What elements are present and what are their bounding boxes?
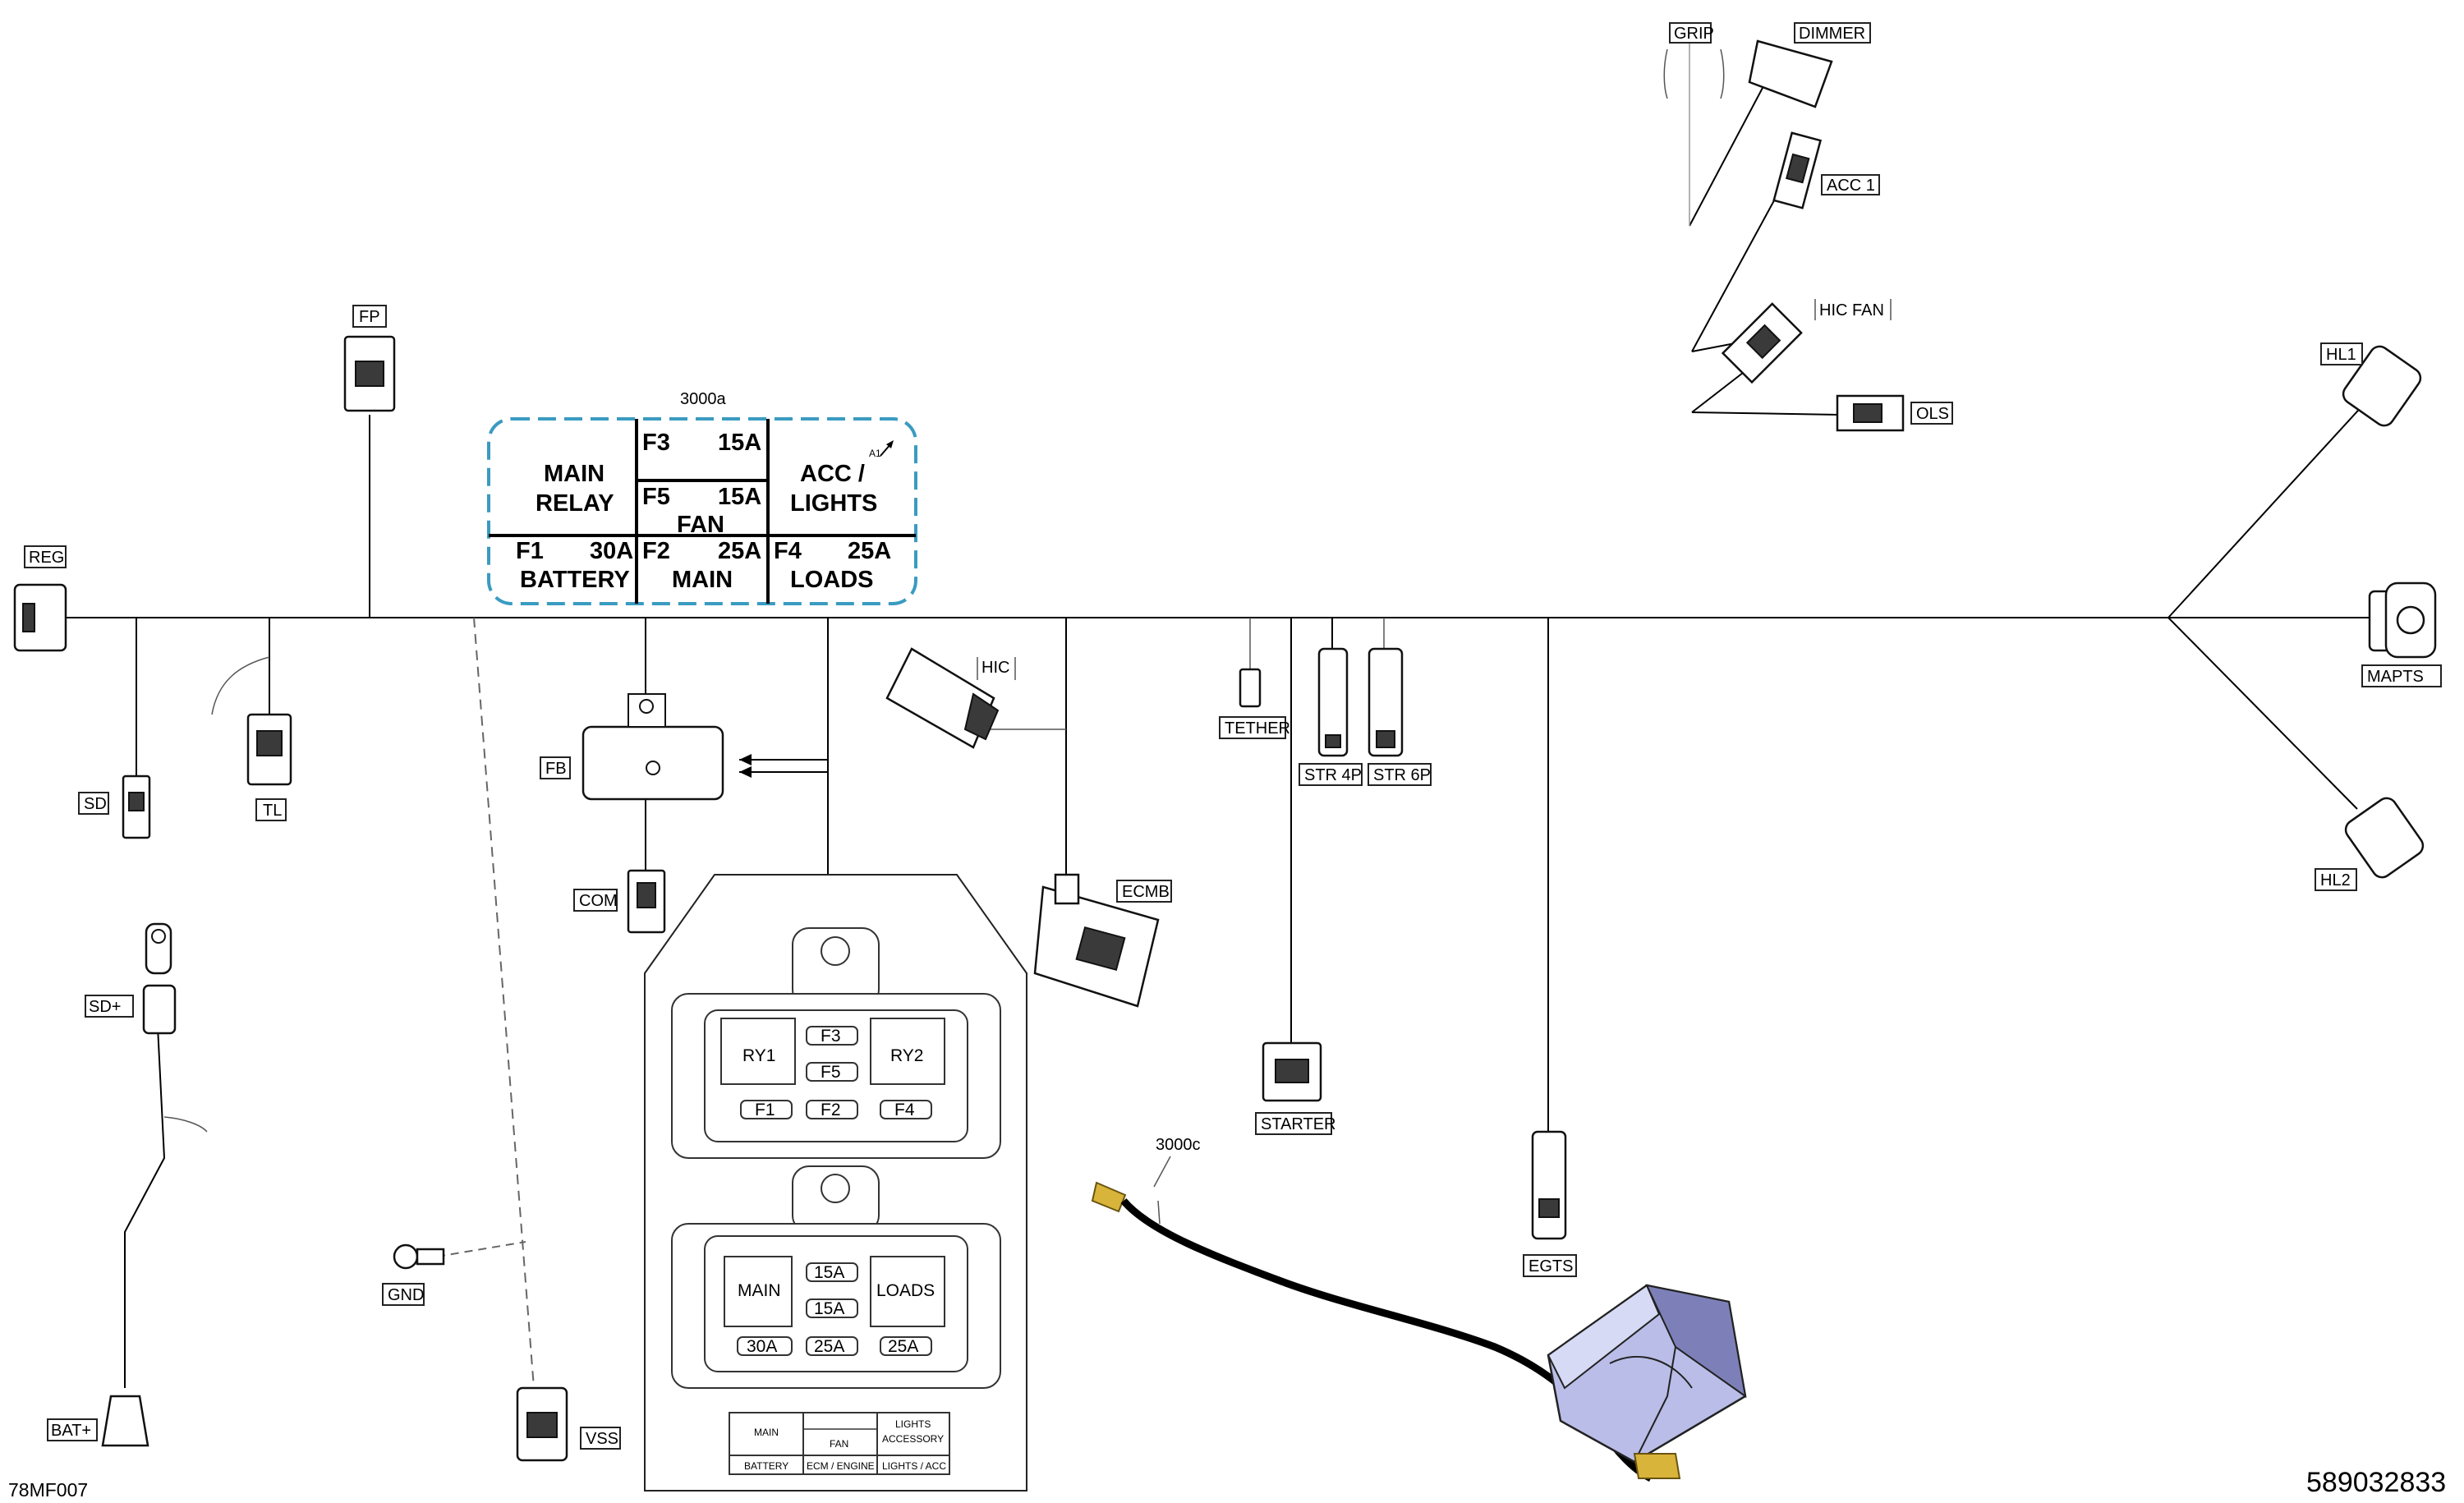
block-30a: 30A [747, 1337, 777, 1356]
fp-connector: FP [343, 305, 396, 412]
table-battery: BATTERY [744, 1460, 788, 1472]
acc1-connector: ACC 1 [1772, 131, 1880, 209]
legend-f3-rating: 15A [718, 430, 761, 456]
sd-label: SD [84, 795, 107, 813]
fb-label: FB [545, 760, 567, 778]
str6p-connector: STR 6P [1368, 647, 1432, 786]
legend-f3: F3 [642, 430, 670, 456]
vss-label: VSS [586, 1430, 618, 1448]
str4p-label: STR 4P [1304, 766, 1362, 784]
gnd-label: GND [388, 1286, 424, 1304]
reg-label: REG [29, 549, 64, 567]
str4p-connector: STR 4P [1299, 647, 1363, 786]
bat-plus-terminal: BAT+ [47, 1395, 149, 1447]
table-lights-2: ACCESSORY [882, 1433, 944, 1445]
table-lights-1: LIGHTS [895, 1418, 931, 1430]
legend-f4: F4 [774, 538, 802, 564]
ols-label: OLS [1916, 405, 1949, 423]
egts-label: EGTS [1529, 1257, 1573, 1275]
dimmer-connector: DIMMER [1748, 22, 1871, 108]
tether-label: TETHER [1225, 719, 1290, 738]
block-25a-2: 25A [888, 1337, 918, 1356]
bat-plus-label: BAT+ [51, 1422, 91, 1440]
block-15a-2: 15A [814, 1299, 844, 1318]
legend-f5-rating: 15A [718, 484, 761, 510]
starter-connector: STARTER [1255, 1041, 1336, 1135]
fp-label: FP [359, 308, 380, 326]
vss-connector: VSS [516, 1386, 621, 1462]
mapts-label: MAPTS [2367, 668, 2424, 686]
table-fan: FAN [830, 1438, 848, 1450]
ref-3000a-label: 3000a [680, 390, 726, 408]
figure-code: 78MF007 [8, 1479, 88, 1501]
legend-main-relay-1: MAIN [544, 461, 605, 487]
grip-connector: GRIP [1663, 22, 1725, 99]
legend-f2: F2 [642, 538, 670, 564]
gnd-terminal: GND [382, 1243, 445, 1306]
block-f4: F4 [894, 1101, 915, 1119]
mapts-connector: MAPTS [2361, 581, 2442, 687]
dimmer-label: DIMMER [1799, 25, 1865, 43]
block-f2: F2 [821, 1101, 841, 1119]
legend-battery: BATTERY [520, 567, 630, 593]
egts-connector: EGTS [1523, 1130, 1577, 1277]
table-lights-acc: LIGHTS / ACC [882, 1460, 946, 1472]
hl2-connector: HL2 [2315, 797, 2425, 891]
tl-connector: TL [246, 713, 292, 821]
legend-acc-lights-2: LIGHTS [790, 490, 877, 517]
table-main: MAIN [754, 1427, 779, 1438]
fuse-legend: 3000a MAIN RELAY F3 15A F5 15A FAN ACC /… [487, 390, 917, 605]
starter-label: STARTER [1261, 1115, 1336, 1133]
harness-wires [64, 33, 2370, 1389]
ecmb-label: ECMB [1122, 883, 1170, 901]
tether-connector: TETHER [1219, 668, 1290, 739]
legend-loads: LOADS [790, 567, 874, 593]
legend-acc-lights-1: ACC / [800, 461, 865, 487]
block-ry2: RY2 [890, 1046, 923, 1065]
block-f5: F5 [821, 1063, 841, 1082]
hic-label: HIC [981, 659, 1009, 677]
legend-f4-rating: 25A [848, 538, 891, 564]
block-loads: LOADS [876, 1281, 935, 1300]
battery-cable-assembly: 3000c [1091, 1136, 1747, 1482]
ols-connector: OLS [1836, 394, 1953, 432]
hic-fan-label: HIC FAN [1819, 301, 1884, 319]
legend-a1-mark: A1 [869, 448, 881, 459]
block-f3: F3 [821, 1027, 841, 1046]
hl1-connector: HL1 [2320, 342, 2422, 427]
block-main: MAIN [738, 1281, 781, 1300]
hl2-label: HL2 [2320, 871, 2351, 889]
legend-fan: FAN [677, 512, 724, 538]
fuse-block: RY1 RY2 F3 F5 F1 F2 F4 MAIN LOADS 15A 15… [644, 874, 1027, 1492]
sd-connector: SD [78, 774, 151, 839]
hl1-label: HL1 [2326, 346, 2356, 364]
legend-f5: F5 [642, 484, 670, 510]
block-ry1: RY1 [742, 1046, 775, 1065]
ref-3000c-label: 3000c [1156, 1136, 1201, 1154]
legend-f1-rating: 30A [590, 538, 633, 564]
acc1-label: ACC 1 [1827, 177, 1875, 195]
str6p-label: STR 6P [1373, 766, 1431, 784]
legend-main-relay-2: RELAY [536, 490, 614, 517]
tl-label: TL [263, 802, 282, 820]
com-label: COM [579, 892, 618, 910]
sd-plus-label: SD+ [89, 998, 121, 1016]
legend-f2-rating: 25A [718, 538, 761, 564]
hic-connector: HIC [885, 647, 1016, 749]
block-15a-1: 15A [814, 1263, 844, 1282]
reg-connector: REG [13, 545, 67, 652]
com-connector: COM [573, 869, 666, 934]
block-f1: F1 [755, 1101, 775, 1119]
fb-module: FB [540, 693, 724, 801]
legend-f1: F1 [516, 538, 544, 564]
sd-plus-terminal: SD+ [85, 922, 177, 1035]
hic-fan-connector: HIC FAN [1721, 299, 1892, 384]
ecmb-connector: ECMB [1033, 873, 1172, 1008]
legend-main: MAIN [672, 567, 733, 593]
table-ecm: ECM / ENGINE [807, 1460, 875, 1472]
block-25a-1: 25A [814, 1337, 844, 1356]
grip-label: GRIP [1674, 25, 1714, 43]
part-number: 589032833 [2306, 1467, 2446, 1498]
